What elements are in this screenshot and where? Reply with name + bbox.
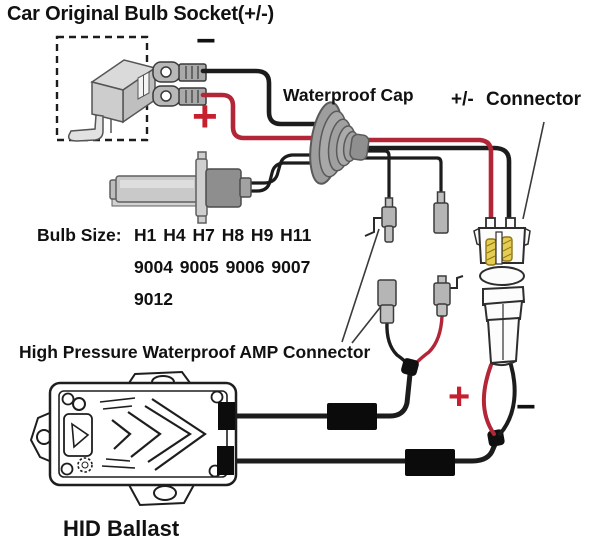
car-bulb-socket-illustration [67, 59, 157, 142]
pm-connector-label: +/- Connector [451, 89, 581, 110]
bulb-sizes-line-3: 9012 [134, 289, 173, 309]
waterproof-cap [309, 101, 370, 185]
bulb-wires [247, 149, 443, 201]
bulb-wire-1-drop [340, 149, 391, 201]
bulb-sizes-line-1: H1 H4 H7 H8 H9 H11 [134, 225, 312, 245]
amp-female-connector-left [377, 279, 397, 324]
ballast-positive-symbol: + [448, 376, 471, 418]
pm-connector-upper-half [473, 217, 531, 286]
amp-male-connector-left [364, 197, 397, 243]
socket-negative-symbol: − [196, 22, 216, 60]
connector-positive-lead [481, 363, 496, 436]
hid-bulb [109, 151, 252, 224]
inline-block-connector-1 [327, 403, 377, 430]
positive-wire-cap-to-connector [339, 137, 494, 235]
positive-wire-socket-to-cap [200, 92, 337, 141]
connector-negative-lead [498, 363, 517, 436]
amp-female-connector-right [433, 275, 464, 317]
pm-connector-leader-line [522, 121, 545, 220]
hid-ballast-label: HID Ballast [63, 516, 180, 541]
amp-connector-label: High Pressure Waterproof AMP Connector [19, 342, 371, 362]
ballast-power-cable [225, 439, 499, 464]
main-harness-wires [200, 68, 512, 235]
amp-female-right-wire [411, 314, 444, 369]
bulb-wire-2-drop [340, 156, 443, 195]
socket-positive-symbol: + [192, 92, 218, 141]
ballast-chevron-pattern [99, 397, 207, 471]
amp-male-connector-right [433, 191, 449, 234]
bulb-cable-junction [401, 358, 419, 376]
diagram-title: Car Original Bulb Socket(+/-) [7, 3, 275, 25]
waterproof-cap-label: Waterproof Cap [283, 85, 414, 105]
bulb-wire-2 [247, 161, 336, 193]
ballast-negative-symbol: − [516, 388, 536, 426]
bulb-sizes-line-2: 9004 9005 9006 9007 [134, 257, 311, 277]
ballast-bulb-cable [225, 371, 413, 419]
spade-terminal-positive [152, 85, 207, 107]
inline-block-connector-2 [405, 449, 455, 476]
pm-connector-lower-half [482, 285, 526, 367]
negative-wire-socket-to-cap [200, 68, 337, 127]
hid-ballast-illustration [29, 370, 238, 507]
bulb-size-label: Bulb Size: [37, 225, 122, 245]
negative-wire-cap-to-connector [339, 145, 512, 231]
amp-leader-line-1 [341, 228, 380, 343]
connector-pins-yellow [485, 236, 513, 266]
spade-terminal-negative [152, 61, 207, 83]
